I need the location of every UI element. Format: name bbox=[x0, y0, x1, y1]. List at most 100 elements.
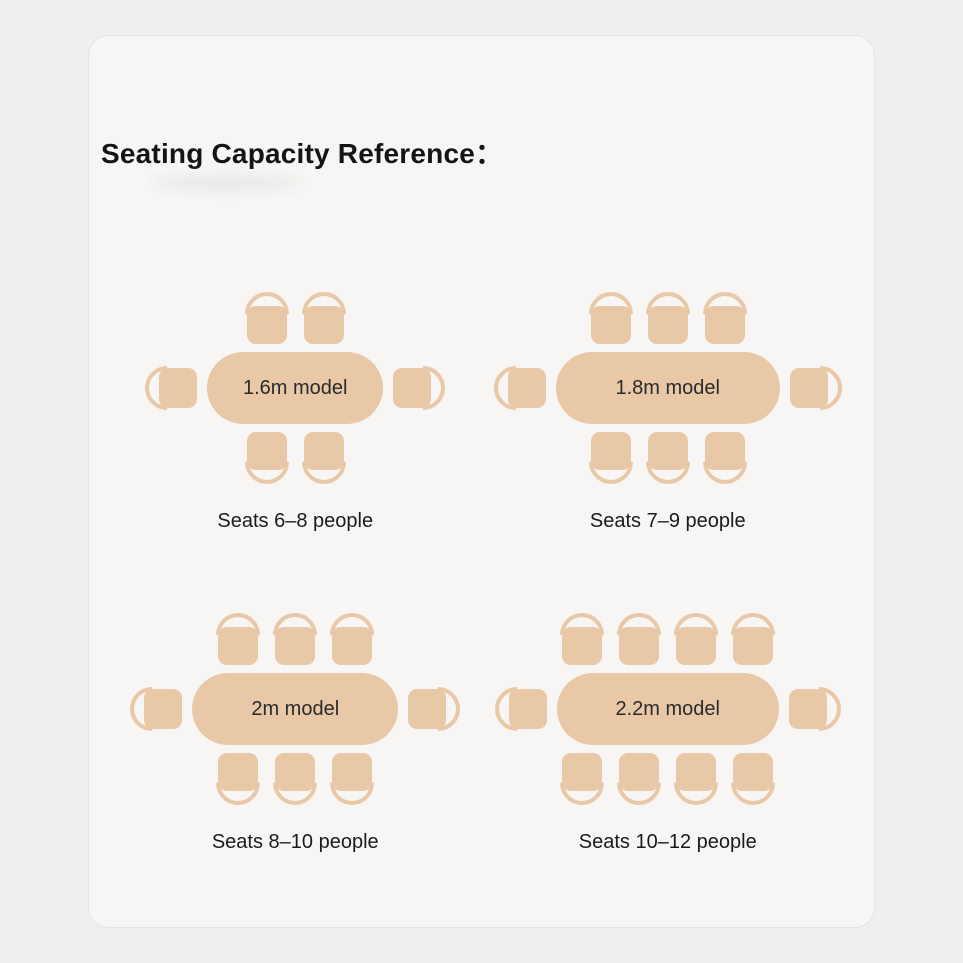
bottom-chair-row bbox=[551, 751, 785, 815]
chair-icon bbox=[207, 751, 270, 815]
table-and-end-chairs: 2.2m model bbox=[551, 603, 785, 815]
chair-seat bbox=[275, 627, 316, 665]
chair-icon bbox=[264, 751, 327, 815]
table-label: 2.2m model bbox=[615, 697, 721, 720]
chair-seat bbox=[562, 627, 603, 665]
chair-icon bbox=[235, 430, 298, 494]
seats-caption: Seats 7–9 people bbox=[589, 510, 746, 532]
chair-seat bbox=[619, 753, 660, 791]
chair-icon bbox=[207, 603, 270, 667]
chair-icon bbox=[551, 751, 614, 815]
chair-seat bbox=[590, 306, 631, 344]
chair-icon bbox=[579, 430, 642, 494]
table-diagram: 2m model bbox=[121, 603, 470, 815]
chair-seat bbox=[704, 432, 745, 470]
chair-seat bbox=[332, 753, 373, 791]
table-label: 1.6m model bbox=[243, 376, 348, 399]
top-chair-row bbox=[551, 603, 785, 667]
chair-icon bbox=[788, 356, 851, 420]
chair-seat bbox=[704, 306, 745, 344]
chair-seat bbox=[647, 432, 688, 470]
dining-table-shape: 1.6m model bbox=[207, 352, 384, 424]
chair-icon bbox=[407, 677, 470, 741]
chair-icon bbox=[136, 356, 199, 420]
table-and-end-chairs: 1.8m model bbox=[555, 282, 780, 494]
chair-icon bbox=[693, 282, 756, 346]
chair-seat bbox=[218, 627, 259, 665]
chair-seat bbox=[218, 753, 259, 791]
bottom-chair-row bbox=[579, 430, 756, 494]
bottom-chair-row bbox=[207, 751, 384, 815]
chair-icon bbox=[608, 751, 671, 815]
chair-seat bbox=[144, 689, 183, 729]
dining-table-shape: 2.2m model bbox=[556, 673, 779, 745]
watermark-smudge bbox=[151, 176, 301, 190]
chair-seat bbox=[788, 689, 827, 729]
chair-icon bbox=[392, 356, 455, 420]
bottom-chair-row bbox=[235, 430, 355, 494]
chair-icon bbox=[636, 282, 699, 346]
chair-seat bbox=[246, 306, 287, 344]
chair-icon bbox=[551, 603, 614, 667]
chair-icon bbox=[665, 603, 728, 667]
table-label: 1.8m model bbox=[615, 376, 721, 399]
chair-icon bbox=[235, 282, 298, 346]
chair-icon bbox=[693, 430, 756, 494]
top-chair-row bbox=[207, 603, 384, 667]
chair-seat bbox=[408, 689, 447, 729]
chair-icon bbox=[292, 282, 355, 346]
chair-icon bbox=[665, 751, 728, 815]
top-chair-row bbox=[579, 282, 756, 346]
dining-table-shape: 1.8m model bbox=[555, 352, 780, 424]
chair-seat bbox=[332, 627, 373, 665]
chair-seat bbox=[246, 432, 287, 470]
chair-seat bbox=[303, 306, 344, 344]
chair-icon bbox=[292, 430, 355, 494]
chair-seat bbox=[275, 753, 316, 791]
seats-caption: Seats 6–8 people bbox=[217, 510, 374, 532]
dining-table-shape: 2m model bbox=[192, 673, 399, 745]
chair-seat bbox=[676, 627, 717, 665]
chair-seat bbox=[619, 627, 660, 665]
table-and-end-chairs: 1.6m model bbox=[207, 282, 384, 494]
chair-seat bbox=[590, 432, 631, 470]
chair-icon bbox=[722, 603, 785, 667]
chair-seat bbox=[393, 368, 432, 408]
seats-caption: Seats 10–12 people bbox=[578, 831, 757, 853]
table-diagram: 1.8m model bbox=[484, 282, 851, 494]
chair-seat bbox=[159, 368, 198, 408]
chair-icon bbox=[579, 282, 642, 346]
table-and-end-chairs: 2m model bbox=[192, 603, 399, 815]
chair-icon bbox=[485, 677, 548, 741]
chair-seat bbox=[733, 753, 774, 791]
chair-icon bbox=[121, 677, 184, 741]
chair-seat bbox=[562, 753, 603, 791]
chair-seat bbox=[303, 432, 344, 470]
chair-seat bbox=[647, 306, 688, 344]
page-title: Seating Capacity Reference： bbox=[101, 138, 504, 169]
chair-seat bbox=[789, 368, 828, 408]
chair-seat bbox=[733, 627, 774, 665]
chair-seat bbox=[507, 368, 546, 408]
chair-icon bbox=[636, 430, 699, 494]
table-label: 2m model bbox=[251, 697, 340, 720]
chair-icon bbox=[264, 603, 327, 667]
table-diagram: 2.2m model bbox=[485, 603, 850, 815]
chair-seat bbox=[676, 753, 717, 791]
table-diagram: 1.6m model bbox=[136, 282, 455, 494]
chair-icon bbox=[787, 677, 850, 741]
seats-caption: Seats 8–10 people bbox=[211, 831, 379, 853]
chair-icon bbox=[608, 603, 671, 667]
chair-icon bbox=[722, 751, 785, 815]
chair-icon bbox=[321, 603, 384, 667]
chair-seat bbox=[508, 689, 547, 729]
chair-icon bbox=[321, 751, 384, 815]
chair-icon bbox=[484, 356, 547, 420]
top-chair-row bbox=[235, 282, 355, 346]
